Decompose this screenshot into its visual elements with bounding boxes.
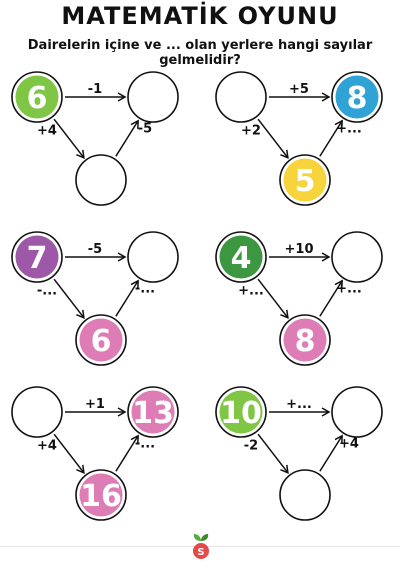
logo-text: S	[197, 547, 204, 558]
arrow-left	[257, 433, 289, 475]
circle-number: 7	[27, 241, 48, 276]
operation-left-label: -...	[37, 284, 57, 299]
empty-answer-circle-start[interactable]	[11, 386, 63, 438]
number-circle-bottom: 8	[279, 314, 331, 366]
number-circle-bottom: 16	[75, 469, 127, 521]
leaf-logo-icon: S	[193, 534, 209, 559]
operation-top-label: +...	[286, 397, 312, 412]
operation-left-label: -2	[244, 439, 258, 454]
number-circle-top-right: 13	[127, 386, 179, 438]
empty-answer-circle-top-right[interactable]	[331, 386, 383, 438]
arrow-left	[53, 118, 85, 160]
arrow-right	[115, 119, 139, 157]
empty-answer-circle-bottom[interactable]	[279, 469, 331, 521]
operation-top-label: -5	[88, 242, 102, 257]
puzzle-2: +5 +2 +... 8 5	[215, 71, 383, 206]
empty-answer-circle-top-right[interactable]	[331, 231, 383, 283]
arrow-left	[257, 278, 289, 320]
operation-left-label: +...	[238, 284, 264, 299]
circle-number: 6	[91, 324, 112, 359]
number-circle-start: 6	[11, 71, 63, 123]
operation-top-label: +5	[289, 82, 309, 97]
empty-answer-circle-top-right[interactable]	[127, 231, 179, 283]
empty-answer-circle-top-right[interactable]	[127, 71, 179, 123]
page-title: MATEMATİK OYUNU	[61, 2, 339, 30]
operation-right-label: -5	[138, 122, 152, 137]
circle-number: 16	[80, 479, 122, 514]
number-circle-bottom: 5	[279, 154, 331, 206]
operation-right-label: -...	[135, 437, 155, 452]
number-circle-start: 7	[11, 231, 63, 283]
operation-right-label: +4	[339, 437, 359, 452]
circle-number: 8	[295, 324, 316, 359]
circle-number: 6	[27, 81, 48, 116]
operation-top-label: -1	[88, 82, 102, 97]
circle-number: 10	[220, 396, 262, 431]
circle-number: 13	[132, 396, 174, 431]
operation-right-label: +...	[336, 282, 362, 297]
number-circle-start: 10	[215, 386, 267, 438]
puzzle-1: -1 +4 -5 6	[11, 71, 179, 206]
circle-number: 4	[231, 241, 252, 276]
number-circle-bottom: 6	[75, 314, 127, 366]
arrow-right	[319, 279, 343, 317]
operation-top-label: +1	[85, 397, 105, 412]
instructions-text: Dairelerin içine ve ... olan yerlere han…	[27, 38, 373, 68]
puzzle-3: -5 -... -... 7 6	[11, 231, 179, 366]
puzzle-6: +... -2 +4 10	[215, 386, 383, 521]
operation-top-label: +10	[285, 242, 314, 257]
empty-answer-circle-start[interactable]	[215, 71, 267, 123]
arrow-left	[53, 433, 85, 475]
operation-right-label: -...	[135, 282, 155, 297]
circle-number: 5	[295, 164, 316, 199]
circle-number: 8	[347, 81, 368, 116]
puzzle-4: +10 +... +... 4 8	[215, 231, 383, 366]
operation-left-label: +4	[37, 124, 57, 139]
arrow-right	[319, 119, 343, 157]
arrow-left	[257, 118, 289, 160]
arrow-right	[115, 434, 139, 472]
empty-answer-circle-bottom[interactable]	[75, 154, 127, 206]
number-circle-top-right: 8	[331, 71, 383, 123]
operation-left-label: +2	[241, 124, 261, 139]
operation-left-label: +4	[37, 439, 57, 454]
arrow-right	[319, 434, 343, 472]
operation-right-label: +...	[336, 122, 362, 137]
arrow-left	[53, 278, 85, 320]
arrow-right	[115, 279, 139, 317]
puzzle-5: +1 +4 -... 13 16	[11, 386, 179, 521]
number-circle-start: 4	[215, 231, 267, 283]
